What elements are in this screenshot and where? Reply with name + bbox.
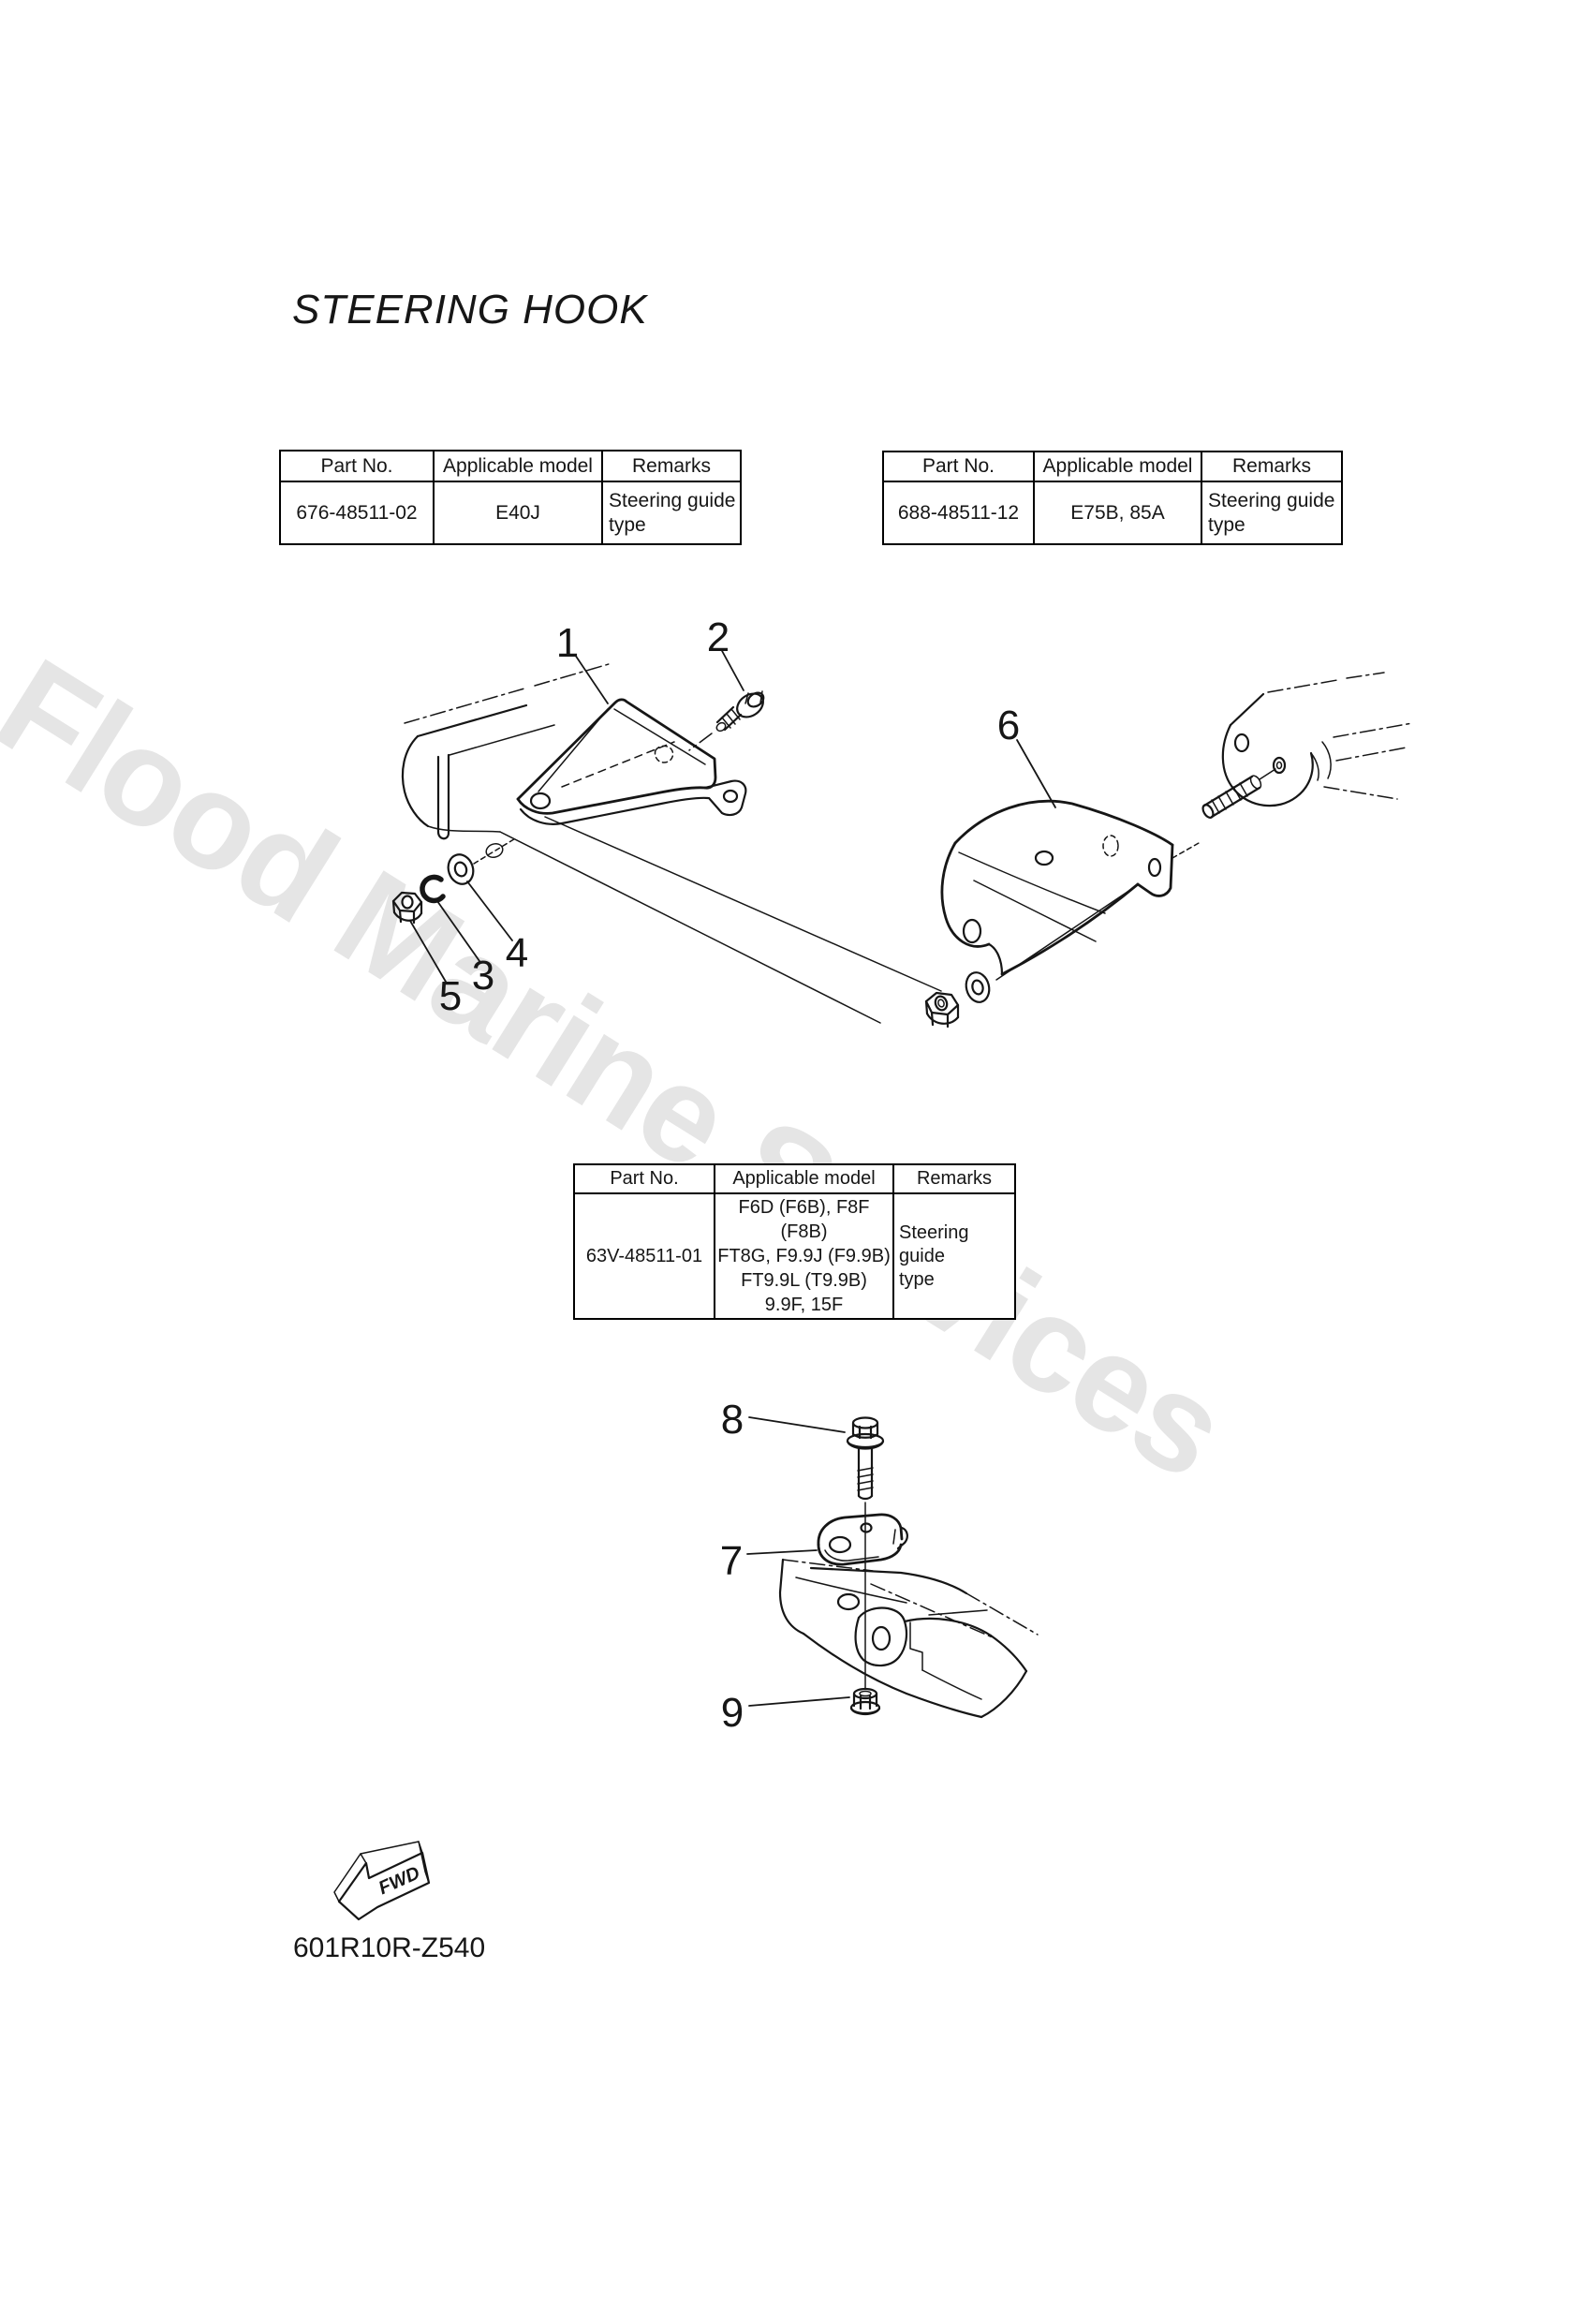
col-header-remarks: Remarks: [1201, 451, 1343, 482]
cell-remarks: Steering guide type: [1201, 481, 1343, 545]
col-header-part-no: Part No.: [279, 450, 435, 482]
cell-part-no: 676-48511-02: [279, 481, 435, 545]
col-header-remarks: Remarks: [601, 450, 742, 482]
cell-model: E75B, 85A: [1033, 481, 1202, 545]
fwd-arrow-marker: FWD: [333, 1841, 431, 1921]
cell-remarks: Steering guide type: [892, 1192, 1016, 1320]
diagram-steering-hook-e75b-85a: 6: [924, 672, 1413, 1029]
parts-table-e75b-85a: Part No. Applicable model Remarks 688-48…: [882, 451, 1343, 545]
callout-3: 3: [472, 953, 494, 999]
col-header-model: Applicable model: [714, 1163, 894, 1194]
col-header-part-no: Part No.: [882, 451, 1035, 482]
callout-7: 7: [720, 1538, 743, 1584]
callout-4: 4: [506, 930, 528, 976]
col-header-part-no: Part No.: [573, 1163, 715, 1194]
page-title: STEERING HOOK: [292, 287, 648, 333]
col-header-remarks: Remarks: [892, 1163, 1016, 1194]
callout-8: 8: [721, 1397, 744, 1443]
cell-part-no: 63V-48511-01: [573, 1192, 715, 1320]
callout-5: 5: [439, 973, 462, 1019]
cell-model: F6D (F6B), F8F (F8B) FT8G, F9.9J (F9.9B)…: [714, 1192, 894, 1320]
callout-2: 2: [707, 614, 730, 660]
cell-model: E40J: [433, 481, 603, 545]
cell-remarks: Steering guide type: [601, 481, 742, 545]
document-code: 601R10R-Z540: [293, 1932, 486, 1963]
fwd-label: FWD: [376, 1863, 423, 1900]
col-header-model: Applicable model: [1033, 451, 1202, 482]
callout-9: 9: [721, 1690, 744, 1736]
diagram-steering-hook-e40j: 1 2 3 4 5: [391, 614, 942, 1024]
col-header-model: Applicable model: [433, 450, 603, 482]
callout-1: 1: [556, 620, 579, 666]
parts-table-f-series: Part No. Applicable model Remarks 63V-48…: [573, 1163, 1016, 1320]
parts-table-e40j: Part No. Applicable model Remarks 676-48…: [279, 450, 742, 545]
table-row: 688-48511-12 E75B, 85A Steering guide ty…: [882, 481, 1343, 545]
diagram-steering-hook-f-series: 8 7 9: [720, 1397, 1039, 1736]
callout-6: 6: [997, 703, 1020, 748]
cell-part-no: 688-48511-12: [882, 481, 1035, 545]
table-row: 676-48511-02 E40J Steering guide type: [279, 481, 742, 545]
table-row: 63V-48511-01 F6D (F6B), F8F (F8B) FT8G, …: [573, 1192, 1016, 1320]
